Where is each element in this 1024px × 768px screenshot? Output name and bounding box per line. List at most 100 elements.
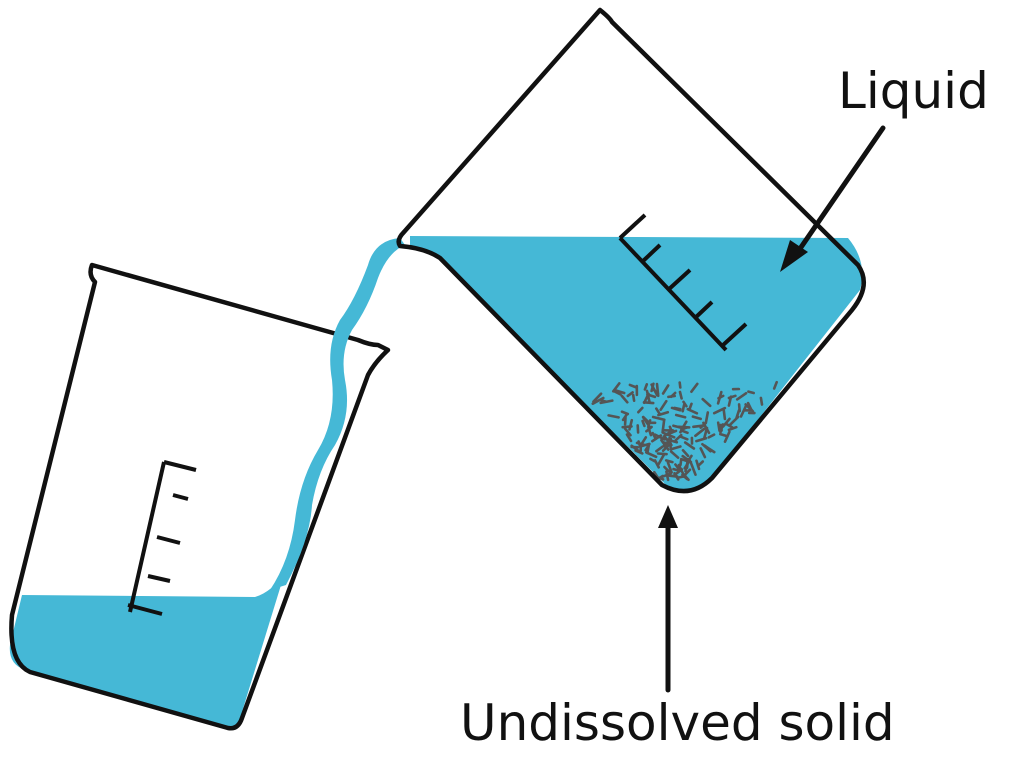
solid-particle [661, 419, 666, 434]
solid-particle [607, 414, 620, 419]
solid-particle [650, 382, 655, 393]
solid-particle [666, 461, 673, 474]
solid-particle [661, 384, 670, 395]
receiving-beaker [9, 262, 391, 731]
solid-particle [653, 459, 661, 469]
solid-particle [614, 389, 626, 395]
solid-particle [656, 453, 666, 466]
solid-particle [630, 444, 641, 453]
solid-particle [592, 392, 603, 404]
solid-particle [701, 397, 712, 408]
solid-particle [620, 410, 630, 416]
solid-particle [678, 381, 682, 389]
solid-particle [669, 450, 680, 460]
solid-particle [735, 391, 748, 401]
solid-particle [716, 421, 721, 433]
pouring-beaker [396, 7, 866, 494]
solid-particle [694, 427, 706, 438]
undissolved-solid-arrow [658, 505, 678, 693]
liquid-arrow [780, 125, 886, 272]
solid-particle [746, 401, 753, 412]
solid-particle [612, 389, 622, 396]
solid-particle [669, 391, 677, 399]
solid-particle [702, 426, 709, 440]
solid-particle [641, 419, 646, 428]
receiving-beaker-liquid [9, 572, 286, 728]
liquid-label: Liquid [838, 62, 989, 120]
solid-particle [679, 426, 685, 434]
solid-particle [643, 382, 649, 391]
solid-particle [712, 406, 727, 415]
solid-particle [631, 393, 636, 403]
solid-particle [654, 407, 661, 416]
solid-particle [673, 471, 680, 481]
solid-particle [681, 403, 686, 413]
solid-particle [704, 445, 716, 454]
solid-particle [679, 457, 693, 464]
solid-particle [759, 396, 764, 406]
solid-particle [626, 391, 634, 398]
solid-particle [679, 458, 683, 467]
solid-particle [656, 452, 668, 456]
solid-particle [678, 390, 683, 400]
receiving-beaker-outline [9, 262, 391, 731]
receiving-beaker-scale [127, 460, 197, 616]
solid-particle [628, 418, 634, 431]
solid-particle [704, 411, 710, 425]
solid-particle [650, 434, 663, 443]
solid-particle [673, 406, 682, 411]
solid-particle [647, 419, 652, 427]
solid-particle [695, 436, 708, 443]
solid-particle [683, 441, 696, 450]
solid-particle [655, 382, 660, 398]
solid-particle [639, 436, 648, 448]
solid-particle [681, 448, 690, 458]
solid-particle [674, 463, 681, 471]
solid-particle [677, 463, 685, 476]
solid-particle [662, 429, 674, 438]
solid-particle [747, 390, 756, 395]
solid-particle [688, 402, 693, 411]
solid-particle [655, 445, 664, 453]
solid-particle [772, 380, 779, 390]
solid-particle [739, 404, 748, 418]
solid-particle [691, 415, 703, 421]
pouring-beaker-liquid [410, 236, 863, 490]
solid-particle [641, 415, 650, 423]
solid-particle [663, 442, 671, 448]
solid-particle [657, 410, 670, 417]
solid-particle [644, 451, 658, 459]
pouring-stream [270, 238, 405, 590]
solid-particle [674, 433, 683, 442]
solid-particle [683, 474, 690, 482]
undissolved-solid-label: Undissolved solid [460, 694, 895, 752]
solid-particle [644, 443, 651, 452]
solid-particle [659, 399, 668, 412]
solid-particle [669, 445, 682, 451]
solid-particle [689, 462, 697, 477]
solid-particle [695, 459, 701, 471]
solid-particle [639, 442, 651, 448]
solid-particle [645, 425, 653, 433]
solid-particle [690, 382, 699, 394]
solid-particle [678, 435, 689, 441]
solid-particle [621, 413, 628, 422]
pouring-beaker-outline [396, 7, 866, 494]
solid-particle [591, 396, 605, 406]
solid-particle [686, 454, 693, 463]
pouring-beaker-scale [618, 213, 748, 352]
solid-particle [728, 415, 740, 427]
solid-particle [699, 447, 707, 459]
solid-particle [699, 422, 707, 429]
solid-particle [651, 415, 666, 422]
solid-particle [719, 423, 723, 432]
solid-particle [656, 474, 665, 481]
solid-particle [623, 427, 632, 437]
solid-particle [664, 459, 674, 464]
solid-particle [642, 392, 650, 405]
solid-particle [727, 395, 733, 407]
solid-particle [600, 399, 608, 404]
solid-particle [620, 394, 629, 404]
